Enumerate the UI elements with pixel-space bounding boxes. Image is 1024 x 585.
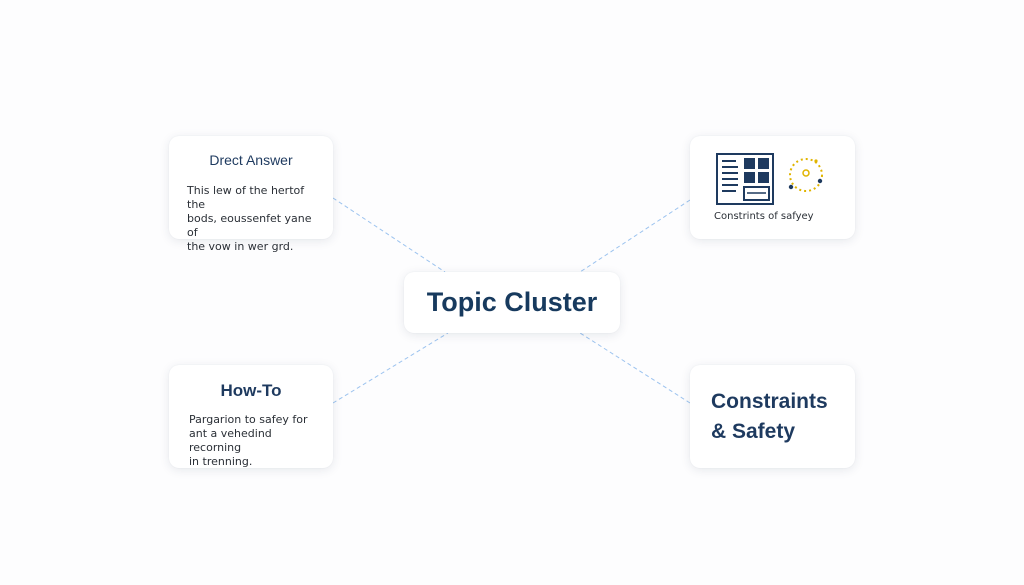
document-grid-icon [716, 153, 774, 205]
topic-cluster-card[interactable]: Topic Cluster [404, 272, 620, 333]
direct-answer-body-line: bods, eoussenfet yane of [187, 212, 312, 239]
connector-constraints-icon [579, 199, 691, 273]
how-to-body-line: Pargarion to safey for [189, 413, 308, 426]
topic-cluster-title: Topic Cluster [426, 287, 598, 317]
direct-answer-card[interactable]: Drect Answer This lew of the hertof the … [169, 136, 333, 253]
direct-answer-body-line: the vow in wer grd. [187, 240, 294, 253]
direct-answer-title: Drect Answer [209, 152, 293, 168]
direct-answer-body-line: This lew of the hertof the [187, 184, 305, 211]
constraints-safety-card[interactable]: Constraints & Safety [690, 365, 855, 468]
constraints-safety-title-line1: Constraints [711, 390, 828, 413]
connector-constraints-safety [579, 332, 691, 404]
how-to-body-line: ant a vehedind recorning [189, 427, 272, 454]
constraints-icon-caption: Constrints of safyey [714, 211, 814, 222]
constraints-icon-card[interactable]: Constrints of safyey [690, 136, 855, 239]
connector-how-to [332, 332, 449, 404]
how-to-body-line: in trenning. [189, 455, 253, 468]
how-to-body: Pargarion to safey for ant a vehedind re… [189, 413, 321, 469]
constraints-safety-title-line2: & Safety [711, 420, 796, 443]
connector-direct-answer [332, 197, 446, 273]
orbit-icon [788, 158, 823, 192]
how-to-title: How-To [220, 381, 282, 400]
how-to-card[interactable]: How-To Pargarion to safey for ant a vehe… [169, 365, 333, 468]
direct-answer-body: This lew of the hertof the bods, eoussen… [187, 184, 321, 254]
